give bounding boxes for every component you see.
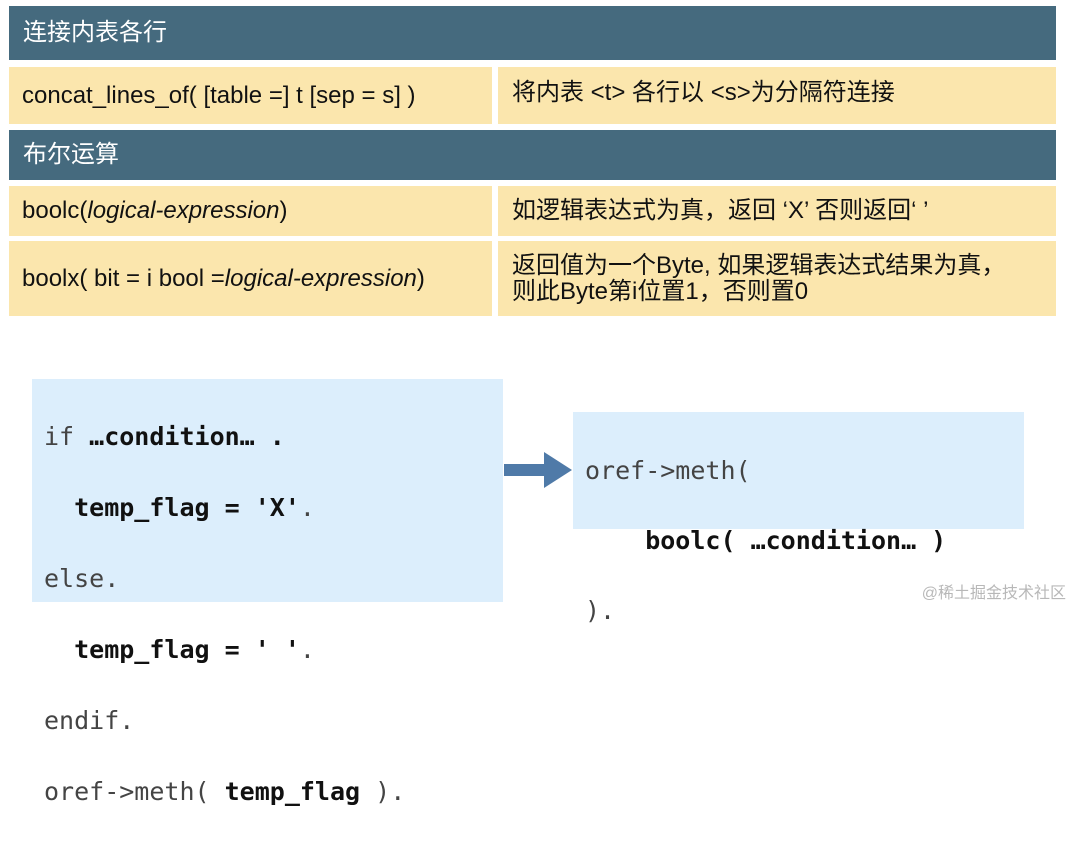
syntax-cell-concat-lines-of: concat_lines_of( [table =] t [sep = s] ) (9, 67, 492, 124)
syntax-suffix: ) (279, 197, 288, 225)
syntax-suffix: ) (416, 264, 425, 292)
section-title: 连接内表各行 (23, 19, 167, 46)
description-cell-concat-lines-of: 将内表 <t> 各行以 <s>为分隔符连接 (498, 67, 1056, 124)
section-title: 布尔运算 (23, 141, 119, 168)
description-line-1: 返回值为一个Byte, 如果逻辑表达式结果为真， (512, 252, 1006, 280)
watermark: @稀土掘金技术社区 (921, 585, 1066, 602)
code-line-5: endif. (44, 705, 135, 735)
code-line-6: oref->meth( temp_flag ). (44, 776, 406, 806)
code-line-4: temp_flag = ' '. (44, 634, 315, 664)
syntax-prefix: boolc( (22, 197, 88, 225)
description-cell-boolc: 如逻辑表达式为真，返回 ‘X’ 否则返回‘ ’ (498, 186, 1056, 236)
code-block-boolc: oref->meth( boolc( …condition… ) ). (573, 412, 1024, 625)
description-text: 将内表 <t> 各行以 <s>为分隔符连接 (512, 79, 895, 106)
code-line-3: else. (44, 563, 120, 593)
right-arrow-icon (504, 452, 572, 488)
code-block-if-else: if …condition… . temp_flag = 'X'. else. … (32, 379, 503, 806)
description-text: 如逻辑表达式为真，返回 ‘X’ 否则返回‘ ’ (512, 197, 929, 225)
description-line-2: 则此Byte第i位置1，否则置0 (512, 277, 809, 305)
syntax-prefix: boolx( bit = i bool = (22, 264, 225, 292)
code-line-2: boolc( …condition… ) (585, 526, 947, 555)
syntax-argument: logical-expression (87, 197, 280, 225)
code-line-1: if …condition… . (44, 421, 285, 451)
syntax-cell-boolc: boolc( logical-expression ) (9, 186, 492, 236)
syntax-argument: logical-expression (224, 264, 417, 292)
code-line-1: oref->meth( (585, 456, 751, 485)
section-header-boolean: 布尔运算 (9, 130, 1056, 180)
section-header-concat: 连接内表各行 (9, 6, 1056, 60)
syntax-cell-boolx: boolx( bit = i bool = logical-expression… (9, 241, 492, 316)
syntax-text: concat_lines_of( [table =] t [sep = s] ) (22, 81, 416, 109)
description-cell-boolx: 返回值为一个Byte, 如果逻辑表达式结果为真， 则此Byte第i位置1，否则置… (498, 241, 1056, 316)
code-line-2: temp_flag = 'X'. (44, 492, 315, 522)
